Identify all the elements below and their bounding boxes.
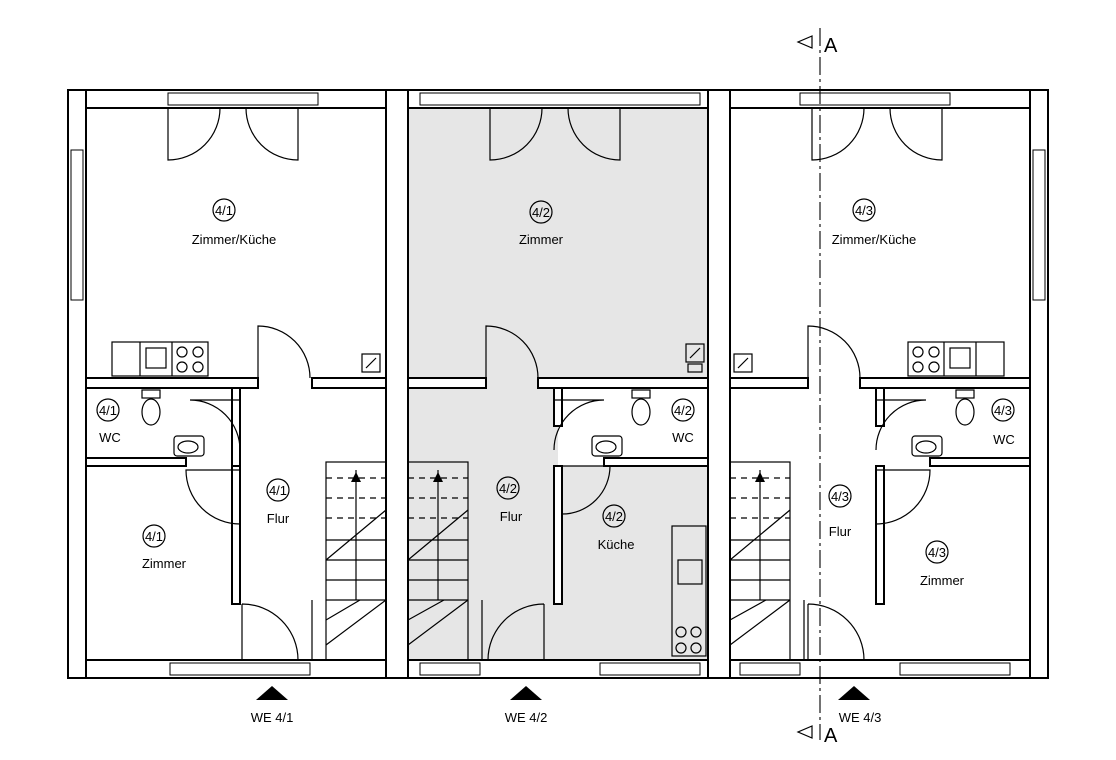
room-name: Flur — [267, 511, 290, 526]
room-tag: 4/3 — [855, 203, 873, 218]
room-name: Zimmer/Küche — [832, 232, 917, 247]
section-label-bottom: A — [824, 725, 838, 747]
room-name: Zimmer — [519, 232, 564, 247]
room-tag: 4/3 — [928, 545, 946, 560]
unit-4-1-labels: 4/1 Zimmer/Küche 4/1 WC 4/1 Flur 4/1 Zim… — [96, 198, 290, 571]
room-tag: 4/3 — [994, 403, 1012, 418]
room-name: Zimmer/Küche — [192, 232, 277, 247]
room-name: Küche — [598, 537, 635, 552]
section-line-a: A A — [796, 28, 838, 747]
fixtures — [111, 341, 1005, 657]
windows — [70, 92, 1046, 676]
entrance-markers — [256, 686, 870, 700]
room-name: WC — [993, 432, 1015, 447]
highlighted-unit-4-2 — [408, 108, 708, 660]
interior-walls — [85, 377, 1031, 605]
room-name: WC — [672, 430, 694, 445]
room-tag: 4/1 — [145, 529, 163, 544]
room-tag: 4/1 — [215, 203, 233, 218]
room-tag: 4/3 — [831, 489, 849, 504]
entrance-label-4-1: WE 4/1 — [251, 710, 294, 725]
entrance-label-4-3: WE 4/3 — [839, 710, 882, 725]
entrance-label-4-2: WE 4/2 — [505, 710, 548, 725]
doors — [167, 107, 943, 661]
room-name: WC — [99, 430, 121, 445]
entrance-labels: WE 4/1 WE 4/2 WE 4/3 — [251, 710, 882, 725]
unit-4-3-labels: 4/3 Zimmer/Küche 4/3 WC 4/3 Flur 4/3 Zim… — [828, 198, 1015, 588]
room-tag: 4/2 — [499, 481, 517, 496]
room-name: Flur — [500, 509, 523, 524]
room-name: Zimmer — [142, 556, 187, 571]
room-name: Zimmer — [920, 573, 965, 588]
staircases — [311, 461, 805, 661]
room-tag: 4/2 — [674, 403, 692, 418]
room-tag: 4/2 — [605, 509, 623, 524]
unit-4-2-labels: 4/2 Zimmer 4/2 WC 4/2 Flur 4/2 Küche — [496, 200, 695, 552]
room-tag: 4/1 — [99, 403, 117, 418]
room-tag: 4/1 — [269, 483, 287, 498]
room-name: Flur — [829, 524, 852, 539]
room-tag: 4/2 — [532, 205, 550, 220]
section-label-top: A — [824, 35, 838, 57]
